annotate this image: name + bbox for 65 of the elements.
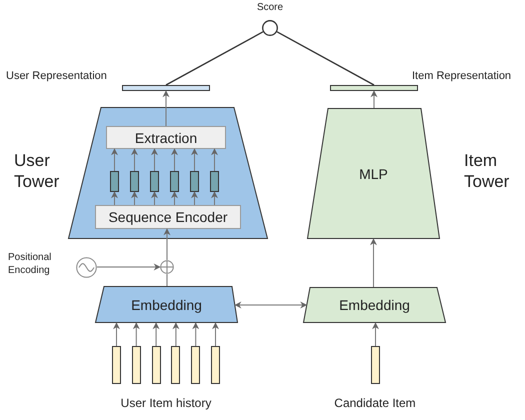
connector-line [276,31,374,86]
node-label: Embedding [131,296,202,312]
caption-text: User Item history [120,396,212,410]
vector-bar [191,346,200,384]
node-label: Embedding [339,297,410,313]
vector-bar [211,346,220,384]
arrow [370,90,378,108]
arrow [211,191,218,206]
tower-block [68,107,268,239]
arrow [212,322,219,346]
sum-icon [160,260,174,274]
arrow [111,191,118,206]
caption-text: Candidate Item [333,396,417,410]
arrow [370,238,377,288]
vector-bar [110,171,119,192]
connector-line [166,31,264,86]
vector-bar [130,171,139,192]
arrow [234,302,308,308]
arrow [171,148,178,172]
vector-bar [171,346,180,384]
arrow [372,322,379,346]
node-label: Extraction [134,130,198,146]
score-circle [262,20,278,36]
arrow [172,322,180,346]
arrow [113,322,120,346]
vector-bar [190,171,199,192]
arrow [132,322,140,346]
connector-line [166,274,168,286]
representation-bar [122,85,210,91]
vector-bar [150,171,159,192]
vector-bar [132,346,141,384]
caption-text: Score [256,2,284,14]
arrow [164,228,170,260]
node-label: Sequence Encoder [108,209,228,225]
arrow [151,148,158,172]
vector-bar [371,346,380,384]
arrow [111,148,118,172]
vector-bar [210,171,219,192]
arrow [192,322,200,346]
vector-bar [170,171,179,192]
layer-block [307,108,440,239]
node-label: MLP [359,166,388,182]
arrow [96,264,161,270]
arrow [162,90,170,126]
vector-bar [112,346,121,384]
layer-block [95,286,238,323]
process-box [106,126,226,149]
wave-icon [76,257,97,278]
arrow [191,148,198,172]
arrow [152,322,160,346]
process-box [95,205,241,229]
caption-text: User Representation [6,70,107,84]
caption-text: Item Representation [412,70,512,84]
caption-text: Positional Encoding [8,252,52,277]
arrow [171,191,178,206]
representation-bar [330,85,418,91]
arrow [131,191,138,206]
caption-text: Item Tower [464,150,510,192]
arrow [151,191,158,206]
arrow [191,191,198,206]
arrow [131,148,138,172]
arrow [211,148,218,172]
layer-block [303,287,446,323]
caption-text: User Tower [14,150,60,192]
vector-bar [152,346,161,384]
